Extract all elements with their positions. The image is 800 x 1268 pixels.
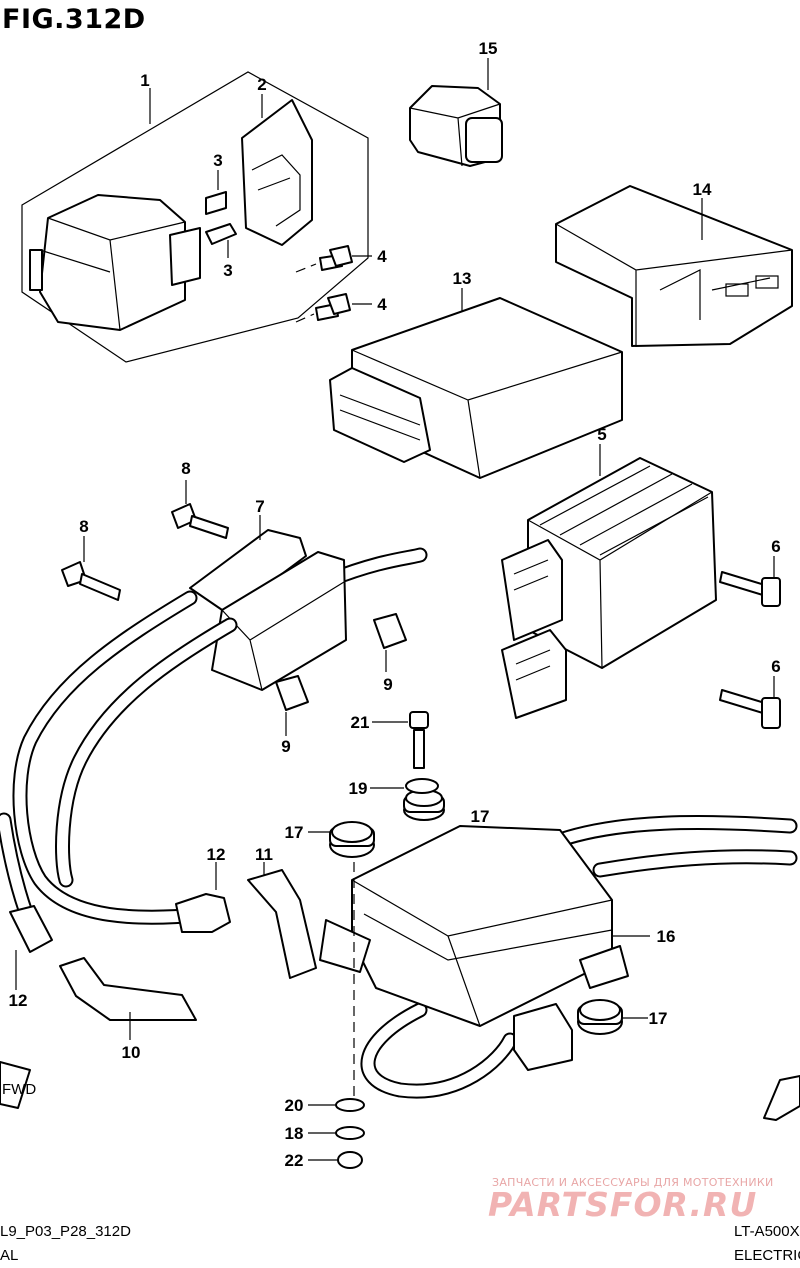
callout-14: 14 [693, 180, 712, 199]
ecm-13 [329, 297, 623, 479]
callout-15: 15 [479, 39, 498, 58]
hoses-left [0, 590, 238, 942]
ignition-coil-7 [61, 503, 428, 711]
callout-8b: 8 [79, 517, 88, 536]
fwd-arrow-left: FWD [0, 1061, 36, 1109]
leader-lines [15, 58, 775, 1161]
footer-sub-right: ELECTRICA [734, 1247, 800, 1264]
watermark-brand: PARTSFOR.RU [488, 1185, 757, 1224]
figure-title: FIG.312D [2, 4, 146, 35]
callout-3: 3 [213, 151, 222, 170]
callout-12b: 12 [9, 991, 28, 1010]
callout-16: 16 [657, 927, 676, 946]
callout-22: 22 [285, 1151, 304, 1170]
footer-model: LT-A500X [734, 1223, 800, 1240]
callout-19: 19 [349, 779, 368, 798]
callout-21: 21 [351, 713, 370, 732]
bolts-6 [719, 571, 781, 729]
callout-10: 10 [122, 1043, 141, 1062]
callout-9b: 9 [281, 737, 290, 756]
watermark-tagline: ЗАПЧАСТИ И АКСЕССУАРЫ ДЛЯ МОТОТЕХНИКИ [492, 1176, 774, 1189]
module-16 [319, 815, 798, 1099]
callout-7: 7 [255, 497, 264, 516]
regulator-5 [501, 457, 717, 719]
connector-15 [409, 85, 503, 167]
callout-labels: 1 2 3 3 4 4 5 6 6 7 8 8 9 9 10 11 12 12 … [9, 39, 781, 1170]
caps-plugs [9, 869, 317, 1021]
fwd-arrow-right [763, 1075, 800, 1121]
callout-18: 18 [285, 1124, 304, 1143]
callout-12: 12 [207, 845, 226, 864]
callout-17: 17 [285, 823, 304, 842]
callout-5: 5 [597, 425, 606, 444]
callout-6: 6 [771, 537, 780, 556]
callout-17b: 17 [471, 807, 490, 826]
fwd-label-left: FWD [2, 1081, 36, 1098]
callout-17c: 17 [649, 1009, 668, 1028]
callout-2: 2 [257, 75, 266, 94]
hardware-small [329, 711, 623, 1169]
callout-1: 1 [140, 71, 149, 90]
footer-code: L9_P03_P28_312D [0, 1223, 131, 1240]
callout-20: 20 [285, 1096, 304, 1115]
callout-3b: 3 [223, 261, 232, 280]
footer-sub-left: AL [0, 1247, 18, 1264]
callout-11: 11 [255, 845, 273, 864]
callout-9: 9 [383, 675, 392, 694]
callout-6b: 6 [771, 657, 780, 676]
callout-8: 8 [181, 459, 190, 478]
relay-assembly [21, 71, 369, 363]
callout-4: 4 [377, 247, 387, 266]
callout-13: 13 [453, 269, 472, 288]
bracket-14 [555, 185, 793, 347]
callout-4b: 4 [377, 295, 387, 314]
